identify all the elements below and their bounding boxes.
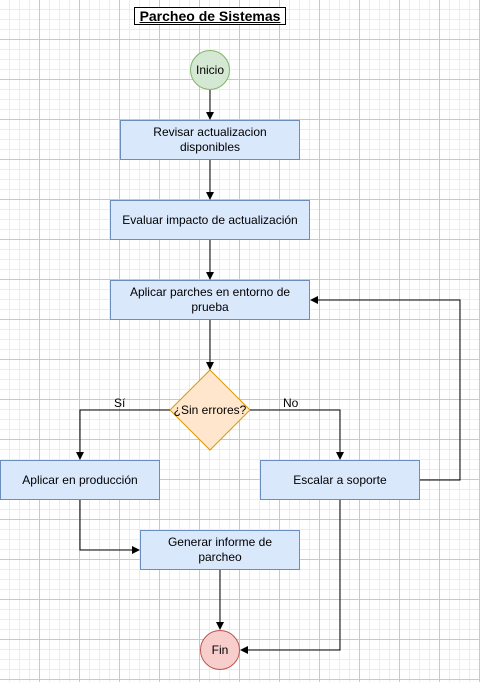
decision-diamond[interactable] bbox=[169, 369, 251, 451]
start-node-label: Inicio bbox=[195, 63, 224, 77]
node-apply-test[interactable]: Aplicar parches en entorno de prueba bbox=[110, 280, 310, 320]
edge-decision-no bbox=[250, 409, 344, 460]
node-escalate-support[interactable]: Escalar a soporte bbox=[260, 460, 420, 500]
diagram-title: Parcheo de Sistemas bbox=[134, 7, 286, 25]
edge-escalate-to-end bbox=[240, 500, 341, 654]
node-generate-report-label: Generar informe de parcheo bbox=[167, 535, 273, 564]
edge-decision-yes bbox=[76, 409, 170, 460]
node-check-updates-label: Revisar actualizacion disponibles bbox=[153, 125, 267, 154]
edge-prod-to-report bbox=[79, 500, 140, 554]
start-node[interactable]: Inicio bbox=[190, 50, 230, 90]
end-node-label: Fin bbox=[211, 643, 229, 657]
node-check-updates[interactable]: Revisar actualizacion disponibles bbox=[120, 120, 300, 160]
edge-escalate-loop bbox=[310, 296, 461, 481]
edge-label-no: No bbox=[283, 396, 299, 410]
decision-label: ¿Sin errores? bbox=[173, 403, 247, 417]
node-evaluate-impact-label: Evaluar impacto de actualización bbox=[122, 212, 298, 227]
node-apply-production[interactable]: Aplicar en producción bbox=[0, 460, 160, 500]
node-apply-test-label: Aplicar parches en entorno de prueba bbox=[129, 285, 291, 314]
node-escalate-support-label: Escalar a soporte bbox=[293, 472, 387, 487]
node-evaluate-impact[interactable]: Evaluar impacto de actualización bbox=[110, 200, 310, 240]
end-node[interactable]: Fin bbox=[200, 630, 240, 670]
node-apply-production-label: Aplicar en producción bbox=[22, 472, 138, 487]
node-generate-report[interactable]: Generar informe de parcheo bbox=[140, 530, 300, 570]
edge-label-yes: Sí bbox=[114, 396, 126, 410]
